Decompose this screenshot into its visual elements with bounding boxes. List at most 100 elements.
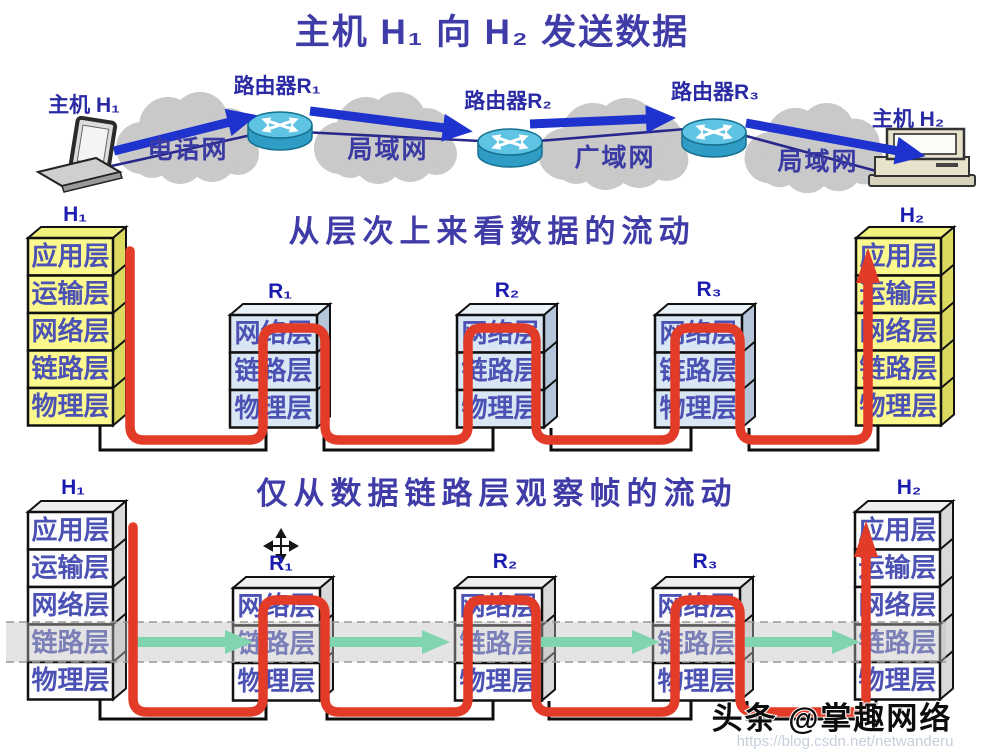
data-flow-arrowhead-bottom <box>854 521 878 557</box>
stack-top-face <box>852 500 956 513</box>
stack-r1-bottom-label: R₁ <box>269 552 293 575</box>
move-cursor-icon <box>262 527 300 565</box>
layer-label: 网络层 <box>31 316 109 346</box>
layer-label: 网络层 <box>858 590 936 620</box>
cloud1-label: 电话网 <box>147 136 228 164</box>
stack-side-face <box>112 498 127 702</box>
layer-label: 链路层 <box>234 356 312 386</box>
link-r3-h2 <box>734 131 881 174</box>
layer-label: 运输层 <box>858 553 936 583</box>
stack-h1-middle-label: H₁ <box>63 203 87 226</box>
stack-h2-middle-label: H₂ <box>900 204 925 227</box>
layer-cell <box>228 388 319 429</box>
topology-section: 主机 H₁ 路由器R₁ 路由器R₂ 路由器R₃ 主机 H₂ 电话网 局域网 广域… <box>35 74 976 194</box>
layer-label: 运输层 <box>31 553 109 583</box>
stack-top-face <box>452 576 558 589</box>
laptop-front-edge <box>61 171 123 193</box>
arrow-r2-r3 <box>529 105 676 134</box>
stack-top-face <box>25 500 129 513</box>
watermark: 头条 @掌趣网络 https://blog.csdn.net/netwander… <box>711 700 954 750</box>
layer-cell <box>653 313 744 354</box>
data-flow-line-middle <box>125 246 873 445</box>
frame-arrows <box>133 630 860 654</box>
layer-cell <box>231 586 322 627</box>
router1-icon <box>248 112 312 150</box>
layer-label: 链路层 <box>31 354 109 384</box>
frame-flow-section: 仅从数据链路层观察帧的流动 应用层 运输层 网络层 链路层 物理层 <box>6 476 956 721</box>
stack-side-face <box>543 301 558 430</box>
stack-top-face <box>650 576 756 589</box>
layer-label: 网络层 <box>31 590 109 620</box>
layer-cell <box>651 661 742 702</box>
layer-cell <box>231 661 322 702</box>
desktop-computer-icon <box>868 127 976 187</box>
layer-cell <box>228 351 319 392</box>
layer-label: 物理层 <box>858 665 936 695</box>
router1-label: 路由器R₁ <box>234 74 321 98</box>
layer-label: 物理层 <box>657 666 735 696</box>
stack-r3-bottom-label: R₃ <box>693 550 718 573</box>
stack-r2-bottom-label: R₂ <box>493 550 518 573</box>
router3-icon <box>682 119 746 157</box>
stack-top-face <box>853 226 957 239</box>
layer-cell <box>26 623 115 664</box>
layer-label: 物理层 <box>234 393 312 423</box>
stack-r3-middle-label: R₃ <box>697 278 722 301</box>
stack-side-face <box>939 498 954 702</box>
layer-label: 物理层 <box>461 393 539 423</box>
stack-h2-bottom-label: H₂ <box>897 476 922 499</box>
layer-label: 物理层 <box>31 391 109 421</box>
layer-label: 链路层 <box>31 628 109 658</box>
layer-cell <box>26 660 115 701</box>
data-flow-line-bottom <box>128 522 871 717</box>
stack-top-face <box>230 576 336 589</box>
stack-r2-middle-label: R₂ <box>495 279 520 302</box>
link-h1-r1 <box>97 132 257 171</box>
layer-cell <box>26 548 115 589</box>
stack-side-face <box>940 224 955 428</box>
link-flow-title: 仅从数据链路层观察帧的流动 <box>257 476 738 511</box>
layers-flow-section: 从层次上来看数据的流动 应用层 运输层 网络层 链路层 物理层 <box>25 203 957 452</box>
layer-label: 链路层 <box>858 628 936 658</box>
data-flow-arrowhead-middle <box>856 248 880 283</box>
laptop-icon <box>35 115 123 193</box>
stack-h1-bottom-label: H₁ <box>61 476 85 499</box>
layer-label: 应用层 <box>31 241 109 271</box>
router2-label: 路由器R₂ <box>464 89 552 113</box>
stack-top-face <box>652 303 758 316</box>
stack-h1-bottom: 应用层 运输层 网络层 链路层 物理层 <box>25 498 129 702</box>
host1-label: 主机 H₁ <box>48 93 120 117</box>
cloud2-label: 局域网 <box>347 136 428 164</box>
stack-r2-middle: 网络层 链路层 物理层 <box>454 301 560 430</box>
stack-h1-middle: 应用层 运输层 网络层 链路层 物理层 <box>25 224 129 428</box>
layers-flow-title: 从层次上来看数据的流动 <box>289 214 696 249</box>
layer-cell <box>26 386 115 427</box>
page-title: 主机 H₁ 向 H₂ 发送数据 <box>295 13 689 52</box>
layer-label: 链路层 <box>237 629 315 659</box>
layer-cell <box>26 510 115 551</box>
stack-r1-middle: 网络层 链路层 物理层 <box>227 301 333 430</box>
stack-side-face <box>112 224 127 428</box>
cloud4-label: 局域网 <box>777 148 858 176</box>
layer-label: 应用层 <box>31 515 109 545</box>
arrow-h1-r1 <box>112 108 258 156</box>
desktop-screen <box>893 133 957 155</box>
arrow-r1-r2 <box>309 106 473 142</box>
layer-label: 链路层 <box>461 356 539 386</box>
layer-cell <box>228 313 319 354</box>
watermark-url: https://blog.csdn.net/netwanderu <box>737 733 954 750</box>
stack-top-face <box>227 303 333 316</box>
router3-label: 路由器R₃ <box>671 80 759 104</box>
stack-r1-middle-label: R₁ <box>268 280 292 303</box>
router2-icon <box>478 129 542 167</box>
desktop-slot <box>936 163 958 167</box>
host2-label: 主机 H₂ <box>872 107 944 131</box>
layer-label: 运输层 <box>31 279 109 309</box>
data-direction-arrows <box>112 105 926 165</box>
layer-label: 物理层 <box>31 665 109 695</box>
stack-top-face <box>25 226 129 239</box>
cloud3-label: 广域网 <box>574 143 655 172</box>
watermark-source: 头条 @掌趣网络 <box>712 701 953 736</box>
